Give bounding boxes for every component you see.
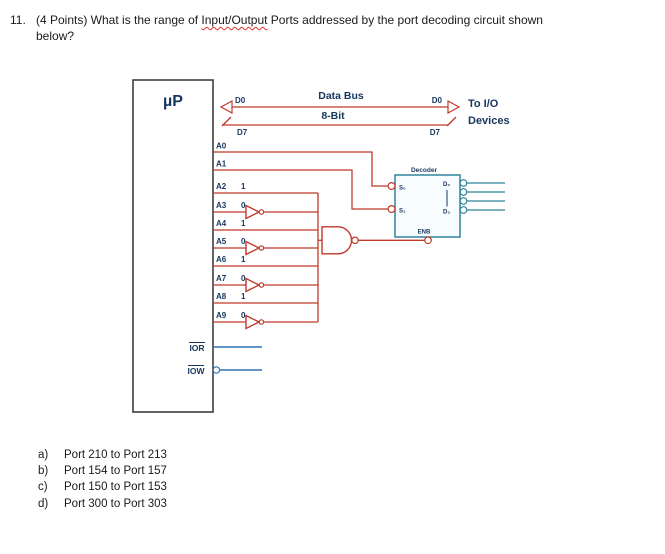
choice-c-letter: c) <box>38 481 48 494</box>
a3-bit: 0 <box>241 201 246 210</box>
a8-label: A8 <box>216 292 227 301</box>
bus-title: Data Bus <box>318 90 364 102</box>
bus-arrow-right-icon <box>447 99 461 115</box>
spellcheck-underlined-word: Input/Output <box>201 13 268 27</box>
choice-d: d) Port 300 to Port 303 <box>38 496 167 512</box>
address-line-a0: A0 <box>213 142 389 187</box>
choice-d-letter: d) <box>38 497 49 510</box>
a3-label: A3 <box>216 201 227 210</box>
a7-label: A7 <box>216 274 227 283</box>
choice-a-text: Port 210 to Port 213 <box>64 449 167 461</box>
decoder-box <box>394 174 461 238</box>
a7-bit: 0 <box>241 274 246 283</box>
bus-destination-line2: Devices <box>468 115 510 127</box>
address-line-a3: A3 0 <box>213 201 318 220</box>
a5-bit: 0 <box>241 237 246 246</box>
question-text: (4 Points) What is the range of Input/Ou… <box>36 12 655 44</box>
a4-label: A4 <box>216 219 227 228</box>
address-line-a9: A9 0 <box>213 311 318 330</box>
address-line-a8: A8 1 <box>213 292 318 304</box>
inverter-a5-icon <box>245 240 261 256</box>
a6-label: A6 <box>216 255 227 264</box>
bus-slash-right-icon <box>446 116 457 127</box>
decoder-d-top-label: D₀ <box>443 182 450 188</box>
question-number: 11. <box>10 13 26 27</box>
decoder: Decoder S₀ S₁ D₀ D₃ ENB <box>387 167 505 245</box>
bus-d0-right-label: D0 <box>432 96 443 105</box>
question-line2: below? <box>36 29 75 43</box>
choice-b: b) Port 154 to Port 157 <box>38 463 167 479</box>
question-prefix: (4 Points) What is the range of <box>36 13 202 27</box>
choice-a-letter: a) <box>38 449 49 461</box>
a6-bit: 1 <box>241 255 246 264</box>
and-gate-body-icon <box>321 226 353 255</box>
a1-label: A1 <box>216 160 227 169</box>
bus-d0-left-label: D0 <box>235 96 246 105</box>
a0-label: A0 <box>216 142 227 151</box>
choice-c-text: Port 150 to Port 153 <box>64 481 167 494</box>
address-line-a6: A6 1 <box>213 255 318 267</box>
decoder-title: Decoder <box>411 167 437 174</box>
address-line-a5: A5 0 <box>213 237 318 256</box>
a2-label: A2 <box>216 182 227 191</box>
ior-label: IOR <box>189 343 204 353</box>
answer-choices: a) Port 210 to Port 213 b) Port 154 to Por… <box>38 447 167 512</box>
and-gate <box>321 226 425 255</box>
decoder-s-top-label: S₀ <box>399 186 406 192</box>
a9-bit: 0 <box>241 311 246 320</box>
gate-output-bubble-icon <box>351 236 359 245</box>
microprocessor-box <box>132 79 214 413</box>
bus-slash-left-icon <box>221 116 232 127</box>
decoder-enable-bubble-icon <box>424 236 432 245</box>
bus-d7-right-label: D7 <box>430 128 441 137</box>
bus-subtitle: 8-Bit <box>321 110 345 122</box>
iow-label: IOW <box>188 366 206 376</box>
address-line-a7: A7 0 <box>213 274 318 293</box>
question: 11. (4 Points) What is the range of Inpu… <box>10 12 655 44</box>
address-line-a4: A4 1 <box>213 219 318 231</box>
inverter-a3-icon <box>245 204 261 220</box>
iow-signal: IOW <box>188 365 262 376</box>
choice-b-text: Port 154 to Port 157 <box>64 465 167 478</box>
decoder-select-bubble-bottom-icon <box>387 205 396 214</box>
decoder-enb-label: ENB <box>418 230 431 236</box>
decoder-select-bubble-top-icon <box>387 182 396 191</box>
decoder-d-bottom-label: D₃ <box>443 210 450 216</box>
a9-label: A9 <box>216 311 227 320</box>
address-line-a2: A2 1 <box>213 182 318 194</box>
bus-d7-left-label: D7 <box>237 128 248 137</box>
a5-label: A5 <box>216 237 227 246</box>
decoder-s-bottom-label: S₁ <box>399 209 406 215</box>
inverter-a9-icon <box>245 314 261 330</box>
choice-b-letter: b) <box>38 465 49 478</box>
data-bus: D0 D7 Data Bus 8-Bit D0 D7 To I/O Device… <box>219 90 510 137</box>
bus-destination-line1: To I/O <box>468 98 499 110</box>
a2-bit: 1 <box>241 182 246 191</box>
inverter-a7-icon <box>245 277 261 293</box>
a8-bit: 1 <box>241 292 246 301</box>
ior-signal: IOR <box>189 342 262 353</box>
decoder-output-lines <box>459 179 505 214</box>
microprocessor-label: µP <box>163 93 183 110</box>
question-suffix: Ports addressed by the port decoding cir… <box>267 13 543 27</box>
choice-a: a) Port 210 to Port 213 <box>38 447 167 463</box>
bus-arrow-left-icon <box>219 99 233 115</box>
choice-d-text: Port 300 to Port 303 <box>64 497 167 510</box>
iow-bubble-icon <box>212 366 221 374</box>
choice-c: c) Port 150 to Port 153 <box>38 479 167 495</box>
address-line-a1: A1 <box>213 160 389 210</box>
a4-bit: 1 <box>241 219 246 228</box>
